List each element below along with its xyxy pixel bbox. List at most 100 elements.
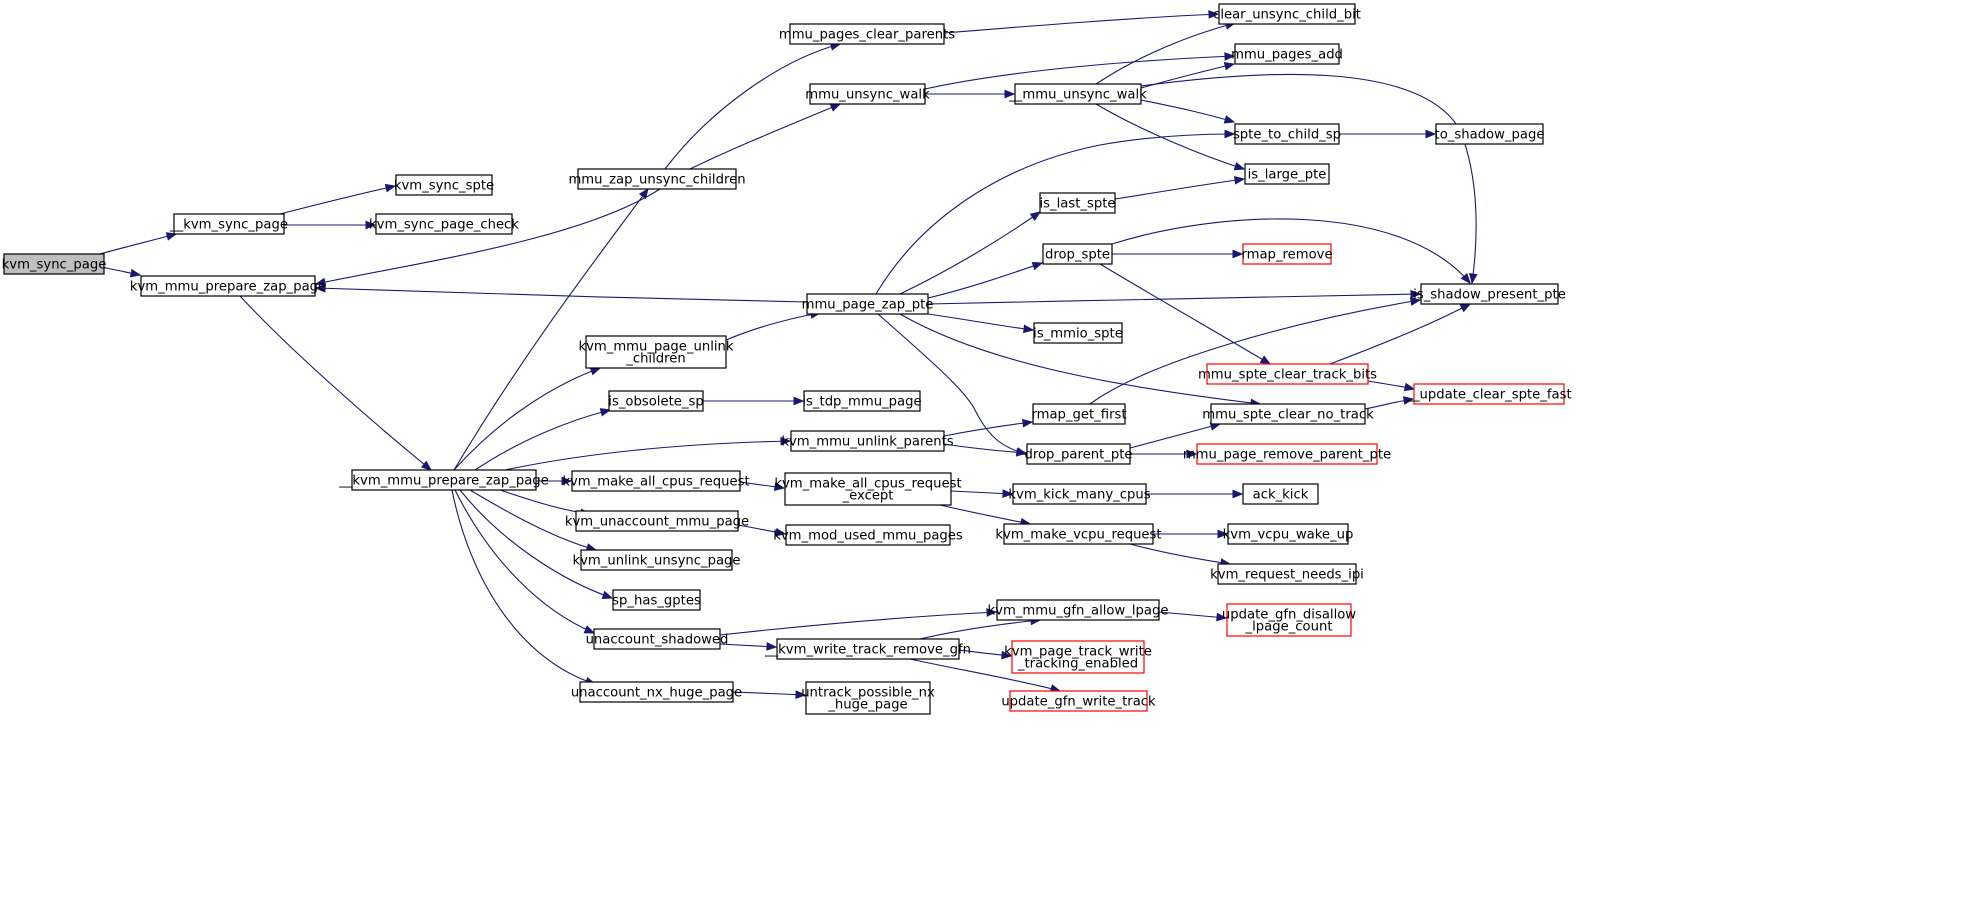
node-label: _except bbox=[842, 489, 894, 504]
node-label: drop_spte bbox=[1045, 248, 1110, 263]
node-box bbox=[593, 628, 721, 650]
node-kvm-kick-many-cpus[interactable]: kvm_kick_many_cpus bbox=[1008, 483, 1151, 505]
node-update-gfn-disallow-lpage-count[interactable]: update_gfn_disallow_lpage_count bbox=[1222, 603, 1356, 637]
node-box bbox=[612, 589, 701, 611]
call-edge-spte-to-child-sp-to-to-shadow-page bbox=[1339, 129, 1437, 139]
node-update-gfn-write-track[interactable]: update_gfn_write_track bbox=[1001, 690, 1156, 712]
node-kvm-mmu-gfn-allow-lpage[interactable]: kvm_mmu_gfn_allow_lpage bbox=[988, 599, 1169, 621]
node-label: mmu_page_remove_parent_pte bbox=[1183, 448, 1391, 463]
node-mmu-unsync-walk[interactable]: mmu_unsync_walk bbox=[805, 83, 930, 105]
call-edge-kvm-make-all-cpus-request-to-kvm-make-all-cpus-request-except bbox=[739, 481, 786, 491]
node-label: kvm_make_all_cpus_request bbox=[774, 477, 961, 492]
node-label: kvm_page_track_write bbox=[1004, 645, 1152, 660]
node-kvm-mmu-unlink-parents[interactable]: kvm_mmu_unlink_parents bbox=[781, 430, 954, 452]
node-kvm-unlink-unsync-page[interactable]: kvm_unlink_unsync_page bbox=[572, 549, 741, 571]
node-mmu-spte-clear-track-bits[interactable]: mmu_spte_clear_track_bits bbox=[1198, 363, 1377, 385]
node-unaccount-nx-huge-page[interactable]: unaccount_nx_huge_page bbox=[571, 681, 742, 703]
node-kvm-request-needs-ipi[interactable]: kvm_request_needs_ipi bbox=[1210, 563, 1364, 585]
node-box bbox=[1242, 243, 1332, 265]
node-box bbox=[996, 599, 1160, 621]
call-edge-kvm-make-vcpu-request-to-kvm-request-needs-ipi bbox=[1129, 543, 1232, 567]
call-edge-mmu-page-zap-pte-to-kvm-mmu-prepare-zap-page bbox=[314, 283, 808, 303]
node-drop-parent-pte[interactable]: drop_parent_pte bbox=[1024, 443, 1133, 465]
node-label: __kvm_sync_page bbox=[169, 218, 288, 233]
call-edges bbox=[99, 10, 1478, 699]
node-sp-has-gptes[interactable]: sp_has_gptes bbox=[612, 589, 701, 611]
node-mmu-page-zap-pte[interactable]: mmu_page_zap_pte bbox=[802, 293, 934, 315]
node-mmu-zap-unsync-children[interactable]: mmu_zap_unsync_children bbox=[568, 168, 746, 190]
node-label: clear_unsync_child_bit bbox=[1213, 8, 1361, 23]
call-edge-mmu-spte-clear-no-track-to-update-clear-spte-fast bbox=[1364, 396, 1415, 410]
node-kvm-make-all-cpus-request-except[interactable]: kvm_make_all_cpus_request_except bbox=[774, 472, 962, 506]
node-label: mmu_pages_clear_parents bbox=[779, 28, 955, 43]
call-edge-unaccount-shadowed-to-kvm-mmu-gfn-allow-lpage bbox=[719, 608, 998, 636]
node-kvm-sync-page[interactable]: __kvm_sync_page bbox=[169, 213, 288, 235]
call-edge-rmap-get-first-to-is-shadow-present-pte bbox=[1089, 297, 1422, 405]
node-box bbox=[1003, 523, 1154, 545]
node-label: unaccount_shadowed bbox=[586, 633, 729, 648]
node-kvm-mmu-prepare-zap-page[interactable]: __kvm_mmu_prepare_zap_page bbox=[338, 469, 549, 491]
node-update-clear-spte-fast[interactable]: __update_clear_spte_fast bbox=[1405, 383, 1572, 405]
node-label: update_gfn_disallow bbox=[1222, 608, 1356, 623]
call-edge-mmu-spte-clear-track-bits-to-update-clear-spte-fast bbox=[1367, 380, 1416, 392]
node-is-last-spte[interactable]: is_last_spte bbox=[1039, 192, 1116, 214]
call-edge-mmu-unsync-walk-to-mmu-pages-add bbox=[1140, 61, 1236, 89]
node-box bbox=[585, 335, 727, 369]
node-label: __update_clear_spte_fast bbox=[1405, 388, 1571, 403]
node-rmap-remove[interactable]: rmap_remove bbox=[1241, 243, 1333, 265]
node-box bbox=[580, 549, 733, 571]
node-label: is_tdp_mmu_page bbox=[802, 395, 921, 410]
node-kvm-mmu-page-unlink-children[interactable]: kvm_mmu_page_unlink_children bbox=[578, 335, 734, 369]
node-kvm-make-all-cpus-request[interactable]: kvm_make_all_cpus_request bbox=[562, 470, 750, 492]
node-label: __kvm_write_track_remove_gfn bbox=[764, 643, 971, 658]
call-edge-kvm-mmu-unlink-parents-to-drop-parent-pte bbox=[943, 443, 1028, 457]
node-kvm-sync-page-check[interactable]: kvm_sync_page_check bbox=[369, 213, 519, 235]
node-kvm-make-vcpu-request[interactable]: kvm_make_vcpu_request bbox=[995, 523, 1162, 545]
node-kvm-vcpu-wake-up[interactable]: kvm_vcpu_wake_up bbox=[1223, 523, 1354, 545]
node-box bbox=[1218, 3, 1356, 25]
node-untrack-possible-nx-huge-page[interactable]: untrack_possible_nx_huge_page bbox=[801, 681, 935, 715]
node-clear-unsync-child-bit[interactable]: clear_unsync_child_bit bbox=[1213, 3, 1361, 25]
node-label: mmu_pages_add bbox=[1231, 48, 1343, 63]
node-box bbox=[1234, 123, 1340, 145]
node-is-mmio-spte[interactable]: is_mmio_spte bbox=[1033, 322, 1123, 344]
node-box bbox=[140, 275, 316, 297]
node-kvm-write-track-remove-gfn[interactable]: __kvm_write_track_remove_gfn bbox=[764, 638, 971, 660]
node-label: mmu_spte_clear_track_bits bbox=[1198, 368, 1377, 383]
node-label: kvm_mmu_page_unlink bbox=[578, 340, 733, 355]
node-ack-kick[interactable]: ack_kick bbox=[1242, 483, 1319, 505]
node-kvm-sync-page[interactable]: kvm_sync_page bbox=[2, 253, 107, 275]
call-edge-kvm-write-track-remove-gfn-to-kvm-page-track-write-tracking-enabled bbox=[958, 649, 1013, 660]
node-label: mmu_unsync_walk bbox=[805, 88, 930, 103]
node-mmu-pages-clear-parents[interactable]: mmu_pages_clear_parents bbox=[779, 23, 955, 45]
node-box bbox=[575, 510, 739, 532]
node-unaccount-shadowed[interactable]: unaccount_shadowed bbox=[586, 628, 729, 650]
node-mmu-unsync-walk[interactable]: __mmu_unsync_walk bbox=[1008, 83, 1147, 105]
node-drop-spte[interactable]: drop_spte bbox=[1042, 243, 1113, 265]
call-edge-kvm-mmu-prepare-zap-page-to-kvm-make-all-cpus-request bbox=[536, 476, 573, 486]
call-edge-is-obsolete-sp-to-is-tdp-mmu-page bbox=[703, 396, 805, 406]
node-is-shadow-present-pte[interactable]: is_shadow_present_pte bbox=[1413, 283, 1566, 305]
node-kvm-unaccount-mmu-page[interactable]: kvm_unaccount_mmu_page bbox=[565, 510, 749, 532]
node-kvm-mod-used-mmu-pages[interactable]: kvm_mod_used_mmu_pages bbox=[773, 524, 963, 546]
node-kvm-sync-spte[interactable]: kvm_sync_spte bbox=[394, 174, 494, 196]
node-rmap-get-first[interactable]: rmap_get_first bbox=[1031, 403, 1127, 425]
node-label: kvm_make_all_cpus_request bbox=[562, 475, 749, 490]
node-kvm-page-track-write-tracking-enabled[interactable]: kvm_page_track_write_tracking_enabled bbox=[1004, 640, 1152, 674]
node-mmu-page-remove-parent-pte[interactable]: mmu_page_remove_parent_pte bbox=[1183, 443, 1391, 465]
call-edge-kvm-mmu-gfn-allow-lpage-to-update-gfn-disallow-lpage-count bbox=[1158, 611, 1228, 622]
node-kvm-mmu-prepare-zap-page[interactable]: kvm_mmu_prepare_zap_page bbox=[130, 275, 326, 297]
node-is-large-pte[interactable]: is_large_pte bbox=[1244, 163, 1330, 185]
node-box bbox=[803, 390, 921, 412]
node-is-obsolete-sp[interactable]: is_obsolete_sp bbox=[608, 390, 704, 412]
node-label: update_gfn_write_track bbox=[1001, 695, 1156, 710]
node-label: mmu_spte_clear_no_track bbox=[1202, 408, 1374, 423]
node-is-tdp-mmu-page[interactable]: is_tdp_mmu_page bbox=[802, 390, 922, 412]
node-spte-to-child-sp[interactable]: spte_to_child_sp bbox=[1233, 123, 1341, 145]
node-mmu-pages-add[interactable]: mmu_pages_add bbox=[1231, 43, 1343, 65]
node-mmu-spte-clear-no-track[interactable]: mmu_spte_clear_no_track bbox=[1202, 403, 1374, 425]
node-box bbox=[1210, 403, 1366, 425]
node-box bbox=[571, 470, 741, 492]
node-to-shadow-page[interactable]: to_shadow_page bbox=[1435, 123, 1545, 145]
node-label: mmu_zap_unsync_children bbox=[568, 173, 745, 188]
